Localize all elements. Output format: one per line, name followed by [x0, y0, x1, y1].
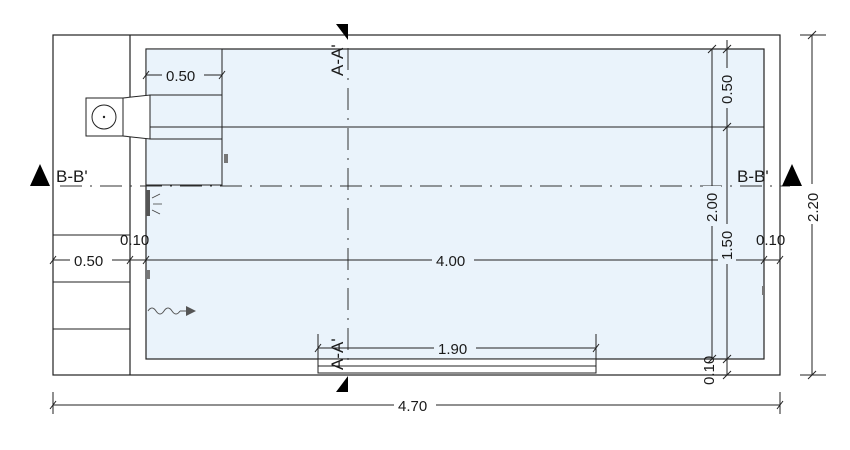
dim-shallow-zone: 0.50 [719, 75, 736, 104]
drain-icon [762, 286, 765, 295]
dim-wall-bottom: 0.10 [701, 356, 718, 385]
pool-light-icon [146, 190, 150, 216]
skimmer-icon [224, 154, 228, 163]
dim-deep-zone: 1.50 [719, 231, 736, 260]
pool-water [145, 48, 765, 360]
ladder-treads [52, 234, 131, 376]
dim-total-width: 2.20 [805, 193, 822, 222]
dim-step-width-left: 0.50 [74, 253, 103, 270]
step-upper [145, 48, 223, 128]
dim-pool-length: 4.00 [436, 253, 465, 270]
pump-icon [91, 104, 117, 130]
section-label-aa-top: A-A' [328, 44, 347, 76]
section-marker-bb-right [782, 164, 802, 186]
dim-wall-right: 0.10 [756, 232, 785, 249]
section-label-aa-bottom: A-A' [328, 338, 347, 370]
step-lower [145, 126, 223, 186]
outer-slab [52, 34, 781, 376]
section-marker-bb-left [30, 164, 50, 186]
inflow-arrow [147, 307, 181, 315]
dim-pool-width: 2.00 [704, 193, 721, 222]
nozzle-icon [147, 270, 150, 279]
dim-bench-length: 1.90 [438, 341, 467, 358]
dim-wall-left: 0.10 [120, 232, 149, 249]
section-label-bb-right: B-B' [737, 167, 769, 186]
section-marker-aa-top [336, 24, 348, 40]
pipe-connector [122, 94, 151, 140]
dim-total-length: 4.70 [398, 398, 427, 415]
section-label-bb-left: B-B' [56, 167, 88, 186]
dim-step-width-top: 0.50 [166, 68, 195, 85]
section-marker-aa-bottom [336, 376, 348, 392]
